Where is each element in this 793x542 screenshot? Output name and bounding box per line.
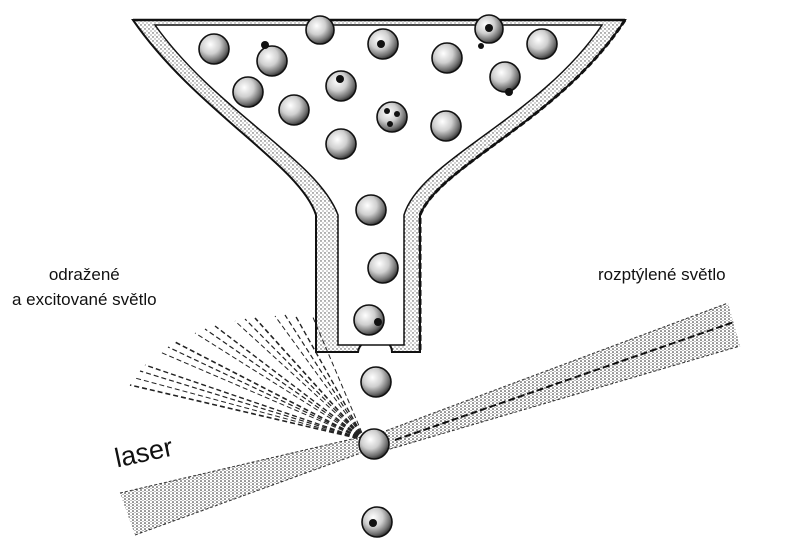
cell-icon: [326, 71, 356, 101]
cell-icon: [356, 195, 386, 225]
cell-icon: [233, 77, 263, 107]
cell-icon: [354, 305, 384, 335]
reflected-label-line2: a excitované světlo: [12, 287, 157, 312]
cell-icon: [306, 16, 334, 44]
reflected-label-line1: odražené: [12, 262, 157, 287]
cell-icon: [361, 367, 391, 397]
reflected-excited-light-label: odražené a excitované světlo: [12, 262, 157, 312]
cell-icon: [431, 111, 461, 141]
cell-icon: [368, 253, 398, 283]
cell-icon: [527, 29, 557, 59]
cell-icon: [362, 507, 392, 537]
scattered-light-label: rozptýlené světlo: [598, 265, 726, 285]
scattered-light-beam: [372, 303, 740, 452]
funnel-icon: [133, 20, 625, 352]
cell-icon: [377, 102, 407, 132]
cell-icon: [432, 43, 462, 73]
cell-icon: [199, 34, 229, 64]
cell-icon: [326, 129, 356, 159]
cell-icon: [368, 29, 398, 59]
cell-icon: [279, 95, 309, 125]
cell-icon: [359, 429, 389, 459]
